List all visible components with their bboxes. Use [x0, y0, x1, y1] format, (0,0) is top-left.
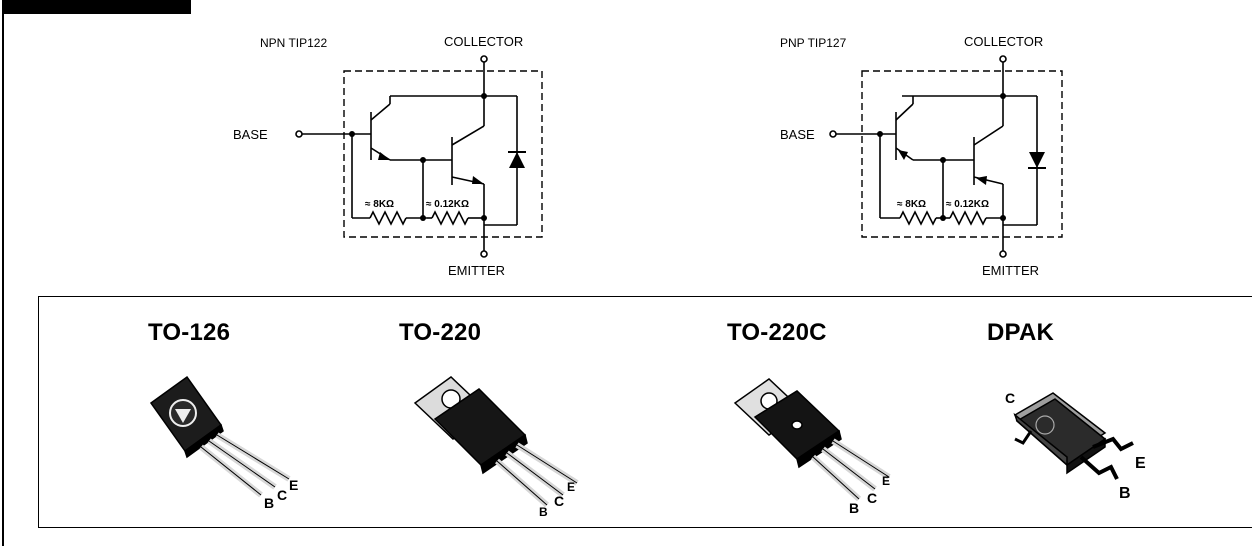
package-title-to220c: TO-220C	[727, 319, 827, 346]
dpak-pin-e: E	[1135, 455, 1146, 472]
pnp-symbols	[877, 93, 1046, 221]
pnp-r2-label: ≈ 0.12KΩ	[946, 199, 989, 210]
to220c-pin-c: C	[867, 490, 877, 506]
package-title-to126: TO-126	[148, 319, 231, 346]
to126-pin-b: B	[264, 495, 274, 509]
to220c-package-image: B C E	[733, 378, 891, 516]
pnp-schematic: PNP TIP127 COLLECTOR BASE EMITTER ≈ 8KΩ …	[780, 34, 1063, 278]
npn-wiring	[295, 55, 543, 258]
packages-panel: TO-126 TO-220 TO-220C DPAK B C E	[38, 296, 1252, 528]
dpak-pin-c: C	[1005, 390, 1015, 406]
to220-pin-c: C	[554, 493, 564, 509]
package-title-dpak: DPAK	[987, 319, 1055, 346]
pnp-collector-label: COLLECTOR	[964, 34, 1043, 49]
to220c-pin-e: E	[882, 474, 890, 488]
pnp-emitter-label: EMITTER	[982, 263, 1039, 278]
to220c-pin-b: B	[849, 500, 859, 516]
to126-package-image: B C E	[149, 375, 298, 509]
dpak-package-image: C E B	[1005, 390, 1146, 502]
npn-collector-label: COLLECTOR	[444, 34, 523, 49]
npn-emitter-label: EMITTER	[448, 263, 505, 278]
npn-base-label: BASE	[233, 127, 268, 142]
pnp-wiring	[829, 55, 1063, 258]
pnp-r1-label: ≈ 8KΩ	[897, 199, 926, 210]
pnp-part-label: PNP TIP127	[780, 36, 847, 50]
to220-package-image: B C E	[413, 376, 579, 517]
npn-schematic: NPN TIP122 COLLECTOR BASE EMITTER ≈ 8KΩ …	[233, 34, 543, 278]
npn-r2-label: ≈ 0.12KΩ	[426, 199, 469, 210]
dpak-pin-b: B	[1119, 485, 1131, 502]
to220-pin-e: E	[567, 480, 575, 494]
to126-pin-c: C	[277, 487, 287, 503]
to126-pin-e: E	[289, 477, 298, 493]
to220-pin-b: B	[539, 505, 548, 517]
header-tab	[2, 0, 191, 14]
npn-r1-label: ≈ 8KΩ	[365, 199, 394, 210]
npn-symbols	[349, 93, 526, 221]
package-title-to220: TO-220	[399, 319, 482, 346]
pnp-base-label: BASE	[780, 127, 815, 142]
pnp-circuit-diagram: PNP TIP127 COLLECTOR BASE EMITTER ≈ 8KΩ …	[750, 0, 1080, 290]
npn-part-label: NPN TIP122	[260, 36, 327, 50]
npn-circuit-diagram: NPN TIP122 COLLECTOR BASE EMITTER ≈ 8KΩ …	[230, 0, 560, 290]
